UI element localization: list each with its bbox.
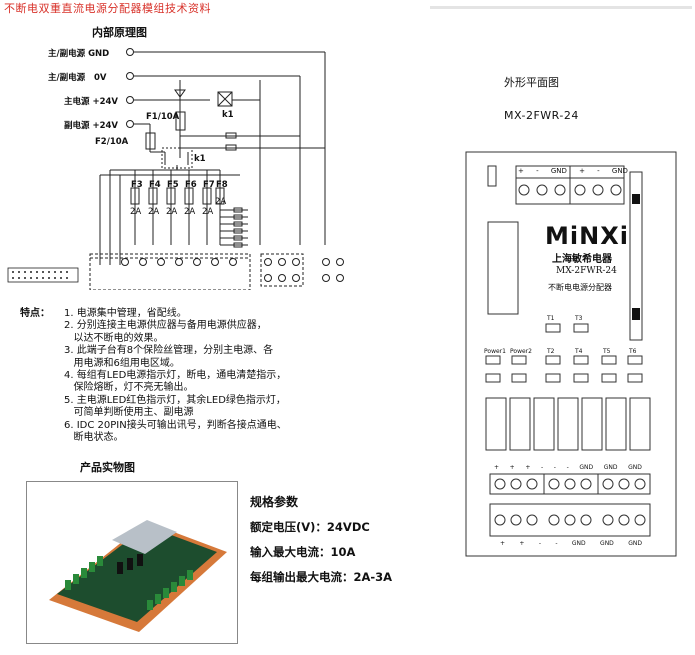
- term-label: GND: [628, 540, 642, 547]
- feature-item: 5. 主电源LED红色指示灯，其余LED绿色指示灯，: [64, 394, 286, 406]
- led-label-t4: T4: [575, 348, 583, 355]
- feature-item: 用电源和6组用电区域。: [64, 357, 180, 369]
- term-label: -: [555, 540, 558, 547]
- term-label: GND: [603, 464, 618, 471]
- features-lead: 特点：: [20, 308, 50, 319]
- term-label: -: [540, 464, 544, 471]
- fuse-rating-label: 2A: [148, 207, 160, 217]
- term-label: -: [536, 167, 539, 175]
- feature-item: 6. IDC 20PIN接头可输出讯号，判断各接点通电、: [64, 419, 287, 431]
- led-label-power2: Power2: [510, 348, 532, 355]
- fuse-rating-label: 2A: [184, 207, 196, 217]
- term-label: GND: [600, 540, 614, 547]
- relay-label: k1: [222, 110, 234, 120]
- term-label: GND: [550, 167, 567, 175]
- feature-item: 以达不断电的效果。: [64, 332, 164, 344]
- term-label: GND: [611, 167, 628, 175]
- input-label-0v: 主/副电源 0V: [48, 73, 107, 83]
- fuse-f6-label: F6: [185, 180, 197, 190]
- feature-item: 1. 电源集中管理，省配线。: [64, 308, 187, 319]
- led-label-t2: T2: [547, 348, 555, 355]
- product-photo: [26, 481, 238, 644]
- fuse-f1-label: F1/10A: [146, 112, 180, 122]
- specs-title: 规格参数: [250, 495, 299, 509]
- term-label: +: [525, 464, 531, 471]
- term-label: +: [579, 167, 585, 175]
- feature-item: 保险熔断，灯不亮无输出。: [64, 382, 194, 394]
- feature-item: 4. 每组有LED电源指示灯，断电，通电清楚指示，: [64, 370, 287, 382]
- board-model: MX-2FWR-24: [556, 266, 617, 276]
- top-terminal-labels: + - GND + - GND: [518, 167, 628, 175]
- term-label: -: [538, 540, 541, 547]
- fuse-f3-label: F3: [131, 180, 143, 190]
- outline-model: MX-2FWR-24: [504, 109, 579, 122]
- led-label-t6: T6: [629, 348, 637, 355]
- term-label: -: [597, 167, 600, 175]
- term-label: +: [519, 540, 525, 547]
- fuse-f8-label: F8: [216, 180, 228, 190]
- led-label-t5: T5: [603, 348, 611, 355]
- fuse-f4-label: F4: [149, 180, 161, 190]
- features-list: 特点： 1. 电源集中管理，省配线。 2. 分别连接主电源供应器与备用电源供应器，…: [20, 308, 287, 444]
- feature-item: 断电状态。: [64, 432, 124, 444]
- product-photo-image: [49, 520, 227, 632]
- bottom-terminal-labels-bottom: + + - - GND GND GND: [500, 540, 642, 547]
- fuse-f2-label: F2/10A: [95, 137, 129, 147]
- outline-title: 外形平面图: [504, 76, 559, 89]
- term-label: +: [518, 167, 524, 175]
- board-desc: 不断电电源分配器: [548, 283, 612, 292]
- led-label-power1: Power1: [484, 348, 506, 355]
- product-photo-title: 产品实物图: [80, 461, 135, 474]
- spec-max-input: 输入最大电流：10A: [250, 545, 356, 559]
- term-label: +: [500, 540, 506, 547]
- feature-item: 3. 此端子台有8个保险丝管理，分别主电源、各: [64, 345, 274, 357]
- input-label-main: 主电源 +24V: [64, 97, 119, 107]
- outline-drawing: [465, 151, 677, 557]
- term-label: +: [509, 464, 515, 471]
- fuse-rating-label: 2A: [130, 207, 142, 217]
- term-label: GND: [628, 464, 642, 471]
- feature-item: 可简单判断使用主、副电源: [64, 407, 194, 419]
- brand-logo: MiNXi: [545, 222, 629, 250]
- term-label: +: [494, 464, 500, 471]
- term-label: -: [553, 464, 556, 471]
- led-label-t1: T1: [547, 315, 555, 322]
- relay-contact-label: k1: [194, 154, 206, 164]
- schematic-title: 内部原理图: [92, 26, 147, 39]
- feature-item: 2. 分别连接主电源供应器与备用电源供应器，: [64, 320, 267, 332]
- circuit-diagram: [7, 48, 344, 290]
- term-label: GND: [571, 540, 586, 547]
- top-divider: [430, 6, 692, 9]
- document-title: 不断电双重直流电源分配器模组技术资料: [4, 2, 211, 15]
- board-company: 上海敏希电器: [552, 254, 612, 265]
- input-label-sub: 副电源 +24V: [64, 121, 119, 131]
- spec-max-output: 每组输出最大电流：2A-3A: [250, 570, 393, 584]
- bottom-terminal-labels-top: + + + - - - GND GND GND: [494, 464, 642, 471]
- fuse-rating-label: 2A: [202, 207, 214, 217]
- input-label-gnd: 主/副电源 GND: [48, 49, 110, 59]
- term-label: GND: [579, 464, 594, 471]
- fuse-rating-label: 2A: [215, 197, 227, 207]
- fuse-f7-label: F7: [203, 180, 215, 190]
- spec-rated-voltage: 额定电压(V)：24VDC: [250, 520, 370, 534]
- led-label-t3: T3: [575, 315, 583, 322]
- fuse-f5-label: F5: [167, 180, 179, 190]
- fuse-rating-label: 2A: [166, 207, 178, 217]
- term-label: -: [566, 464, 569, 471]
